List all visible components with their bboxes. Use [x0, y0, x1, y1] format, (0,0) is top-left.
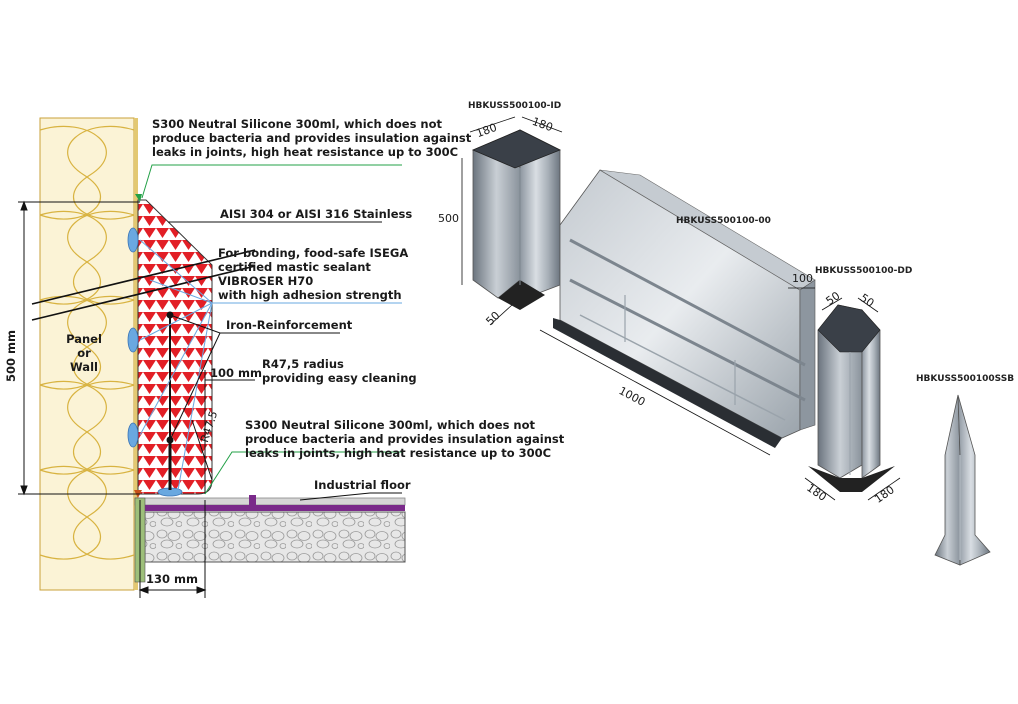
callout-silicone-bottom-line2: produce bacteria and provides insulation… [245, 432, 565, 446]
callout-floor: Industrial floor [314, 478, 411, 492]
callout-stainless: AISI 304 or AISI 316 Stainless [220, 207, 413, 221]
callout-silicone-top-line2: produce bacteria and provides insulation… [152, 131, 472, 145]
outside-corner-dims [804, 297, 901, 501]
product-inside-corner [471, 129, 561, 310]
inside-corner-dims [461, 116, 563, 326]
callout-radius: R47,5 radius providing easy cleaning [262, 357, 417, 385]
section-dimension-lines [18, 200, 255, 598]
dim-id-h: 500 [438, 212, 459, 225]
dim-offset: 100 mm [210, 366, 262, 380]
code-inside-corner: HBKUSS500100-ID [468, 101, 562, 111]
code-straight: HBKUSS500100-00 [676, 216, 771, 226]
dim-height: 500 mm [4, 330, 18, 382]
wall-panel [39, 117, 138, 591]
callout-sealant-line1: For bonding, food-safe ISEGA [218, 246, 409, 260]
skirting-section [127, 194, 213, 498]
floor-section [134, 495, 406, 583]
code-outside-corner: HBKUSS500100-DD [815, 266, 913, 276]
callout-silicone-top: S300 Neutral Silicone 300ml, which does … [152, 117, 471, 159]
callout-silicone-top-line3: leaks in joints, high heat resistance up… [152, 145, 459, 159]
panel-label-line3: Wall [70, 360, 98, 374]
panel-label-line1: Panel [66, 332, 102, 346]
callout-silicone-bottom-line3: leaks in joints, high heat resistance up… [245, 446, 552, 460]
straight-dims [539, 287, 815, 456]
anchor-rods [31, 249, 256, 321]
product-end-cap [934, 394, 991, 566]
callout-iron: Iron-Reinforcement [226, 318, 353, 332]
dim-base: 130 mm [146, 572, 198, 586]
callout-sealant-line4: with high adhesion strength [218, 288, 402, 302]
callout-sealant-line3: VIBROSER H70 [218, 274, 314, 288]
dim-straight-depth: 100 [792, 272, 813, 285]
product-straight [553, 169, 816, 448]
callout-radius-line1: R47,5 radius [262, 357, 344, 371]
callout-silicone-top-line1: S300 Neutral Silicone 300ml, which does … [152, 117, 443, 131]
callout-radius-line2: providing easy cleaning [262, 371, 417, 385]
code-end-cap: HBKUSS500100SSB [916, 374, 1015, 384]
callout-sealant-line2: certified mastic sealant [218, 260, 371, 274]
panel-label-line2: or [77, 346, 91, 360]
leader-lines [139, 164, 402, 501]
product-outside-corner [808, 304, 895, 492]
callout-silicone-bottom: S300 Neutral Silicone 300ml, which does … [245, 418, 564, 460]
panel-label: Panel or Wall [66, 332, 102, 374]
callout-silicone-bottom-line1: S300 Neutral Silicone 300ml, which does … [245, 418, 536, 432]
callout-sealant: For bonding, food-safe ISEGA certified m… [218, 246, 408, 302]
